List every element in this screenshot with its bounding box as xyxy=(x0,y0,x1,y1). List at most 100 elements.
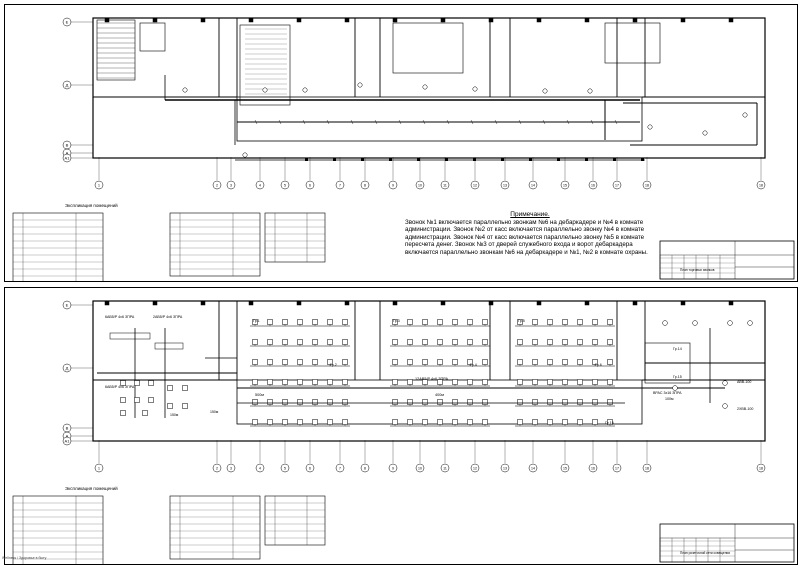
button-icon xyxy=(557,158,560,161)
column-mark xyxy=(152,300,158,306)
fixture-icon xyxy=(482,359,488,365)
bell-icon xyxy=(422,84,428,90)
group-label: Гр.6 xyxy=(595,363,602,367)
column-axis-bubble xyxy=(94,180,104,190)
fixture-icon xyxy=(422,339,428,345)
fixture-icon xyxy=(312,339,318,345)
button-icon xyxy=(641,158,644,161)
bell-icon xyxy=(702,130,708,136)
column-axis-bubble xyxy=(528,180,538,190)
column-axis-bubble xyxy=(94,463,104,473)
column-axis-label: 18 xyxy=(645,184,649,188)
panel-box xyxy=(109,332,151,340)
fixture-icon xyxy=(482,419,488,425)
column-axis-bubble xyxy=(226,463,236,473)
column-axis-label: 16 xyxy=(591,467,595,471)
fixture-icon xyxy=(592,339,598,345)
fixture-icon xyxy=(422,359,428,365)
wire-tick xyxy=(542,119,546,125)
column-axis-bubble xyxy=(415,463,425,473)
fixture-icon xyxy=(467,399,473,405)
fixture-icon xyxy=(312,399,318,405)
outlet-label: АВВ-100 xyxy=(737,380,751,384)
schedule-table xyxy=(264,495,326,546)
title-block xyxy=(659,240,795,280)
schedule-table xyxy=(169,495,261,560)
button-icon xyxy=(389,158,392,161)
column-axis-label: 18 xyxy=(759,467,763,471)
fixture-icon xyxy=(452,379,458,385)
column-axis-bubble xyxy=(388,180,398,190)
column-axis-label: 11 xyxy=(443,184,447,188)
panel-label: 2АВ5/Р 4х6 ЗПРА xyxy=(153,315,183,319)
fixture-icon xyxy=(422,379,428,385)
column-axis-bubble xyxy=(560,180,570,190)
fixture-icon xyxy=(517,399,523,405)
fixture-icon xyxy=(312,419,318,425)
room-block xyxy=(604,22,661,64)
column-axis-bubble xyxy=(560,463,570,473)
fixture-icon xyxy=(252,419,258,425)
group-label: Гр.15 xyxy=(673,375,682,379)
column-mark xyxy=(728,17,734,23)
fixture-icon xyxy=(452,399,458,405)
fixture-icon xyxy=(297,379,303,385)
fixture-icon xyxy=(282,399,288,405)
fixture-icon xyxy=(422,419,428,425)
fixture-icon xyxy=(562,319,568,325)
column-axis-bubble xyxy=(642,463,652,473)
column-mark xyxy=(440,17,446,23)
row-axis-label: А xyxy=(66,434,69,439)
group-label: Гр.2 xyxy=(330,363,337,367)
table-title: Экспликация помещений xyxy=(65,485,118,491)
wire-tick xyxy=(518,119,522,125)
fixture-icon xyxy=(592,399,598,405)
column-axis-bubble xyxy=(612,463,622,473)
fixture-icon xyxy=(592,319,598,325)
column-mark xyxy=(632,17,638,23)
toilet-block xyxy=(139,22,166,52)
wire-tick xyxy=(350,119,354,125)
fixture-icon xyxy=(167,403,173,409)
fixture-icon xyxy=(607,319,613,325)
fixture-icon xyxy=(392,339,398,345)
fixture-icon xyxy=(182,403,188,409)
fixture-icon xyxy=(252,339,258,345)
column-axis-bubble xyxy=(528,463,538,473)
building-outline xyxy=(92,17,766,159)
wire-tick xyxy=(398,119,402,125)
column-mark xyxy=(440,300,446,306)
fixture-icon xyxy=(327,419,333,425)
column-mark xyxy=(200,300,206,306)
row-axis-label: Д xyxy=(66,366,69,371)
fixture-icon xyxy=(342,339,348,345)
column-mark xyxy=(584,17,590,23)
fixture-icon xyxy=(607,359,613,365)
column-axis-label: 1 xyxy=(98,184,100,188)
fixture-icon xyxy=(607,419,613,425)
fixture-icon xyxy=(532,419,538,425)
button-icon xyxy=(333,158,336,161)
fixture-icon xyxy=(452,359,458,365)
wire-tick xyxy=(374,119,378,125)
fixture-icon xyxy=(607,379,613,385)
column-axis-label: 11 xyxy=(443,467,447,471)
row-axis-label: Е xyxy=(66,303,69,308)
row-axis-label: В xyxy=(66,143,69,148)
fixture-icon xyxy=(392,359,398,365)
fixture-icon xyxy=(267,359,273,365)
fixture-icon xyxy=(517,319,523,325)
fixture-icon xyxy=(282,359,288,365)
fixture-icon xyxy=(392,419,398,425)
column-mark xyxy=(344,17,350,23)
socket-icon xyxy=(662,320,668,326)
column-mark xyxy=(104,300,110,306)
button-icon xyxy=(501,158,504,161)
row-axis-label: Д xyxy=(66,83,69,88)
column-axis-bubble xyxy=(360,463,370,473)
fixture-icon xyxy=(452,339,458,345)
column-axis-label: 10 xyxy=(418,467,422,471)
column-mark xyxy=(728,300,734,306)
notes-text: Звонок №1 включается параллельно звонкам… xyxy=(405,218,648,256)
